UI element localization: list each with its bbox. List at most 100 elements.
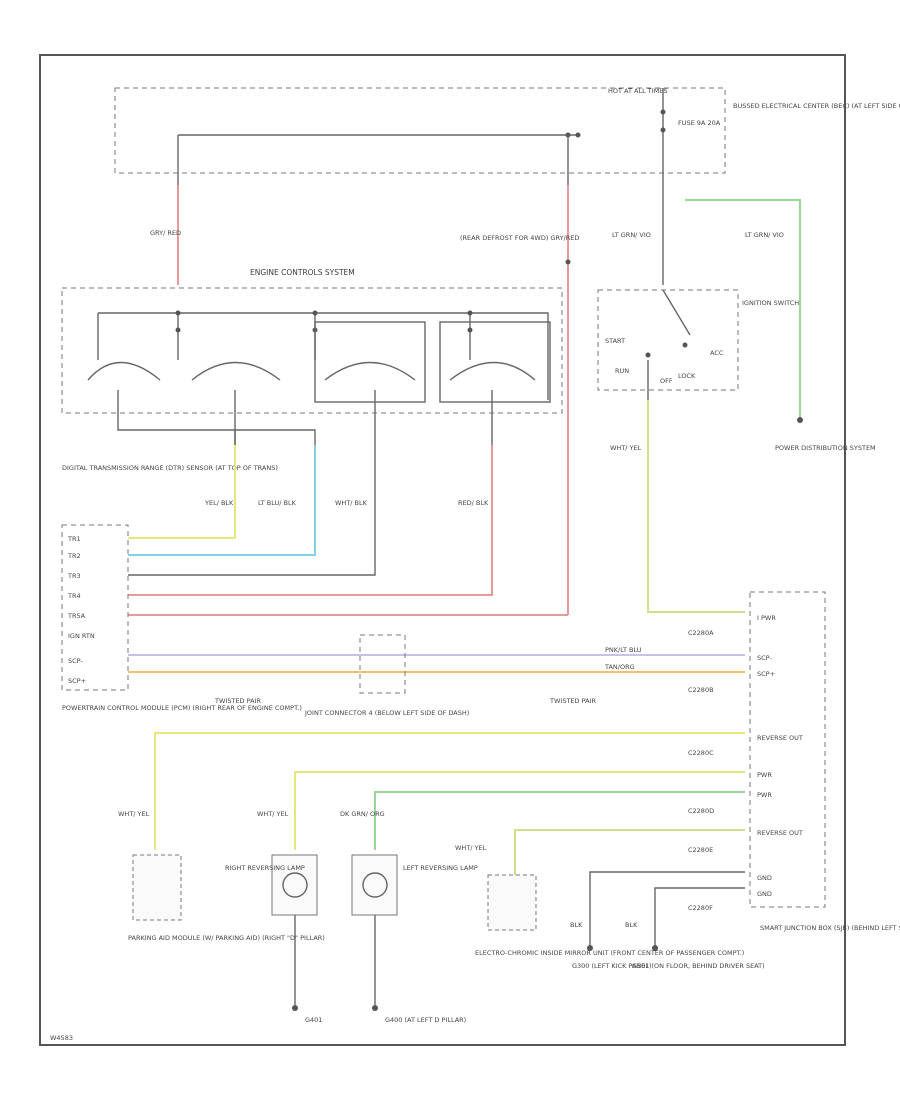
- wire-label-lt-blu-blk: LT BLU/ BLK: [258, 499, 297, 507]
- twisted-pair-left: TWISTED PAIR: [214, 697, 261, 705]
- lt-blu-blk-wire: [128, 445, 316, 556]
- wire-label-lt-grn-vio-2: LT GRN/ VIO: [745, 231, 784, 239]
- lamp-bulb-icon: [282, 872, 308, 898]
- bec-label: BUSSED ELECTRICAL CENTER (BEC) (AT LEFT …: [733, 102, 900, 110]
- pin-tr4: TR4: [67, 592, 81, 600]
- fuse-label: FUSE 9A 20A: [678, 119, 721, 127]
- dtr-out-wire: [235, 429, 316, 445]
- diagram-frame: [39, 54, 846, 1046]
- dtr-switch-arc: [191, 361, 281, 381]
- switch-arm: [662, 289, 691, 336]
- fuse-dot: [660, 127, 666, 133]
- dtr-sensor-label: DIGITAL TRANSMISSION RANGE (DTR) SENSOR …: [62, 464, 278, 472]
- pin-pwr1: PWR: [757, 771, 772, 779]
- lt-grn-vio-wire: [685, 199, 801, 420]
- pin-ipwr: I PWR: [757, 614, 776, 622]
- switch-acc: ACC: [710, 349, 724, 357]
- blk-gnd-wire-2: [654, 887, 745, 945]
- wire-label-blk-1: BLK: [570, 921, 583, 929]
- connector-c-a: C2280A: [688, 629, 714, 637]
- wht-yel-rev-wire-3: [514, 829, 745, 875]
- connector-c-b: C2280B: [688, 686, 714, 694]
- switch-off: OFF: [660, 377, 673, 385]
- pin-gnd2: GND: [757, 890, 772, 898]
- pin-tr2: TR2: [67, 552, 81, 560]
- parking-aid-label: PARKING AID MODULE (W/ PARKING AID) (RIG…: [128, 934, 325, 942]
- dk-grn-org-wire: [374, 791, 745, 850]
- dtr-dot: [467, 310, 473, 316]
- pin-tr5: TR5A: [67, 612, 86, 620]
- right-lamp-label: RIGHT REVERSING LAMP: [225, 864, 305, 872]
- pin-gnd1: GND: [757, 874, 772, 882]
- wire-label-wht-yel: WHT/ YEL: [610, 444, 642, 452]
- wire-label-red-blk: RED/ BLK: [458, 499, 489, 507]
- left-lamp-label: LEFT REVERSING LAMP: [403, 864, 478, 872]
- pin-scp-minus-sjb: SCP-: [757, 654, 772, 662]
- switch-lock: LOCK: [678, 372, 696, 380]
- pin-pwr2: PWR: [757, 791, 772, 799]
- dtr-switch-body: [439, 321, 551, 403]
- wht-yel-rev-wire-1: [154, 732, 745, 850]
- footer-code: W4583: [50, 1034, 73, 1042]
- dtr-dot: [175, 327, 181, 333]
- ignition-switch-label: IGNITION SWITCH: [742, 299, 799, 307]
- red-blk-wire: [128, 445, 493, 596]
- sjb-box: [749, 591, 826, 908]
- switch-start: START: [605, 337, 625, 345]
- ground-dot: [372, 1005, 378, 1011]
- wht-yel-ign-wire-colored: [647, 400, 745, 613]
- wire-label-wht-yel-rlamp: WHT/ YEL: [257, 810, 289, 818]
- ground-dot: [652, 945, 658, 951]
- blk-gnd-wire-1: [589, 871, 745, 945]
- hot-label: HOT AT ALL TIMES: [608, 87, 668, 95]
- wire-label-wht-blk: WHT/ BLK: [335, 499, 368, 507]
- ecs-label: ENGINE CONTROLS SYSTEM: [250, 268, 355, 277]
- pin-ign: IGN RTN: [68, 632, 95, 640]
- right-reversing-lamp: [271, 854, 318, 916]
- ground-right-label: G401: [305, 1016, 322, 1024]
- mirror-label: ELECTRO-CHROMIC INSIDE MIRROR UNIT (FRON…: [475, 949, 744, 957]
- wire-label-gry-red: GRY/ RED: [150, 229, 181, 237]
- pin-tr3: TR3: [67, 572, 81, 580]
- connector-c-d: C2280D: [688, 807, 714, 815]
- dtr-dot: [467, 327, 473, 333]
- pin-rev2: REVERSE OUT: [757, 829, 803, 837]
- pin-scp-plus: SCP+: [68, 677, 86, 685]
- left-reversing-lamp: [351, 854, 398, 916]
- splice-dot: [565, 259, 571, 265]
- switch-contact: [645, 352, 651, 358]
- pcm-box: [61, 524, 129, 691]
- twisted-pair-right: TWISTED PAIR: [549, 697, 596, 705]
- wire-label-pnk-lt-blu: PNK/LT BLU: [605, 646, 642, 654]
- rear-defrost-label: (REAR DEFROST FOR 4WD) GRY/RED: [460, 234, 579, 242]
- ground-dot: [587, 945, 593, 951]
- connector-c-e: C2280E: [688, 846, 713, 854]
- wire-label-tan-org: TAN/ORG: [604, 663, 635, 671]
- dtr-switch-arc: [87, 361, 161, 381]
- ecs-box: [61, 287, 563, 414]
- wire-label-blk-2: BLK: [625, 921, 638, 929]
- pcm-label: POWERTRAIN CONTROL MODULE (PCM) (RIGHT R…: [62, 704, 302, 712]
- joint-connector-box: [359, 634, 406, 694]
- pds-dot: [797, 417, 803, 423]
- lamp-bulb-icon: [362, 872, 388, 898]
- wire-label-dk-grn-org: DK GRN/ ORG: [340, 810, 385, 818]
- pin-scp-minus: SCP-: [68, 657, 83, 665]
- dtr-dot: [175, 310, 181, 316]
- ground-dot: [292, 1005, 298, 1011]
- dtr-out-wire: [117, 390, 236, 445]
- electro-chromic-mirror: [487, 874, 537, 931]
- wire-label-wht-yel-parking: WHT/ YEL: [118, 810, 150, 818]
- parking-aid-module: [132, 854, 182, 921]
- wire-label-wht-yel-mirror: WHT/ YEL: [455, 844, 487, 852]
- pin-rev1: REVERSE OUT: [757, 734, 803, 742]
- yel-blk-wire: [128, 445, 236, 539]
- power-distribution-label: POWER DISTRIBUTION SYSTEM: [775, 444, 876, 452]
- ignition-switch-box: [597, 289, 739, 391]
- dtr-dot: [312, 310, 318, 316]
- dtr-switch-arc: [324, 361, 416, 381]
- connector-c-c: C2280C: [688, 749, 714, 757]
- switch-contact: [682, 342, 688, 348]
- dtr-bus-wire: [98, 312, 549, 400]
- connector-c-f: C2280F: [688, 904, 713, 912]
